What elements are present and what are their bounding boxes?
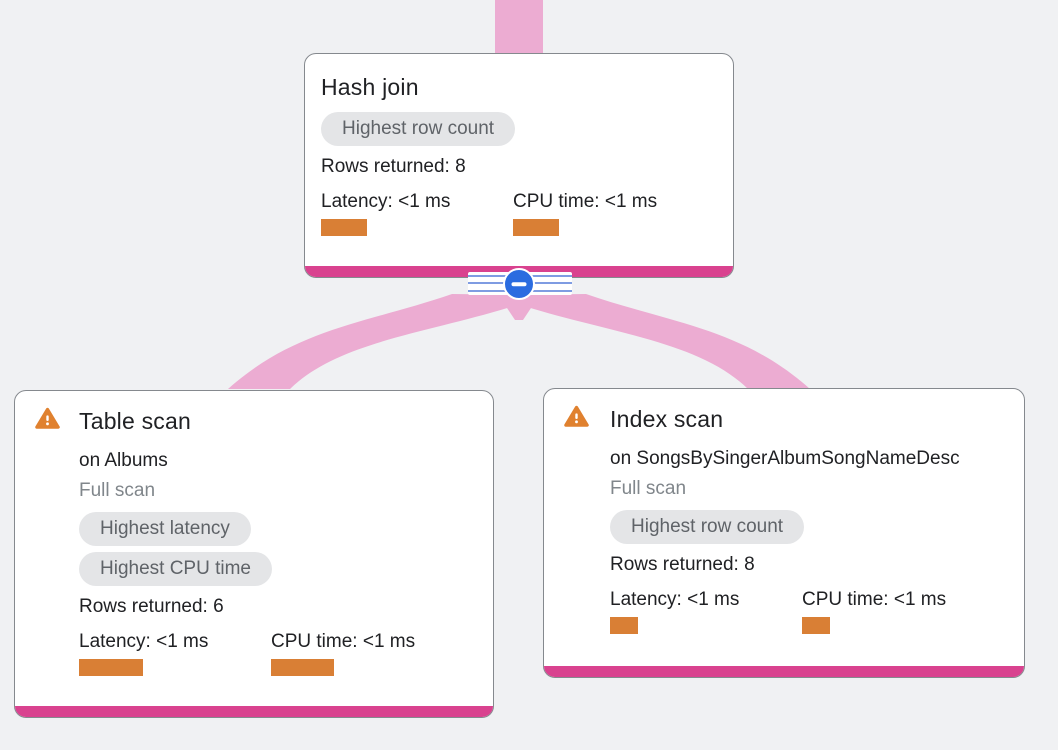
edge-parent-to-hash-join [495,0,543,55]
cpu-time-label: CPU time: <1 ms [271,631,416,652]
latency-label: Latency: <1 ms [610,589,740,610]
cpu-time-label: CPU time: <1 ms [802,589,947,610]
latency-bar [610,617,638,634]
edge-join-wedge [495,290,543,320]
badge-highest-latency: Highest latency [79,512,251,546]
cpu-time-label: CPU time: <1 ms [513,191,658,212]
scan-type-label: Full scan [610,478,687,499]
node-target: on Albums [79,450,168,471]
node-card-index-scan[interactable]: Index scan on SongsBySingerAlbumSongName… [543,388,1025,678]
node-accent-bar [544,666,1024,677]
node-title: Hash join [321,74,419,100]
node-title: Table scan [79,408,191,434]
node-target: on SongsBySingerAlbumSongNameDesc [610,448,960,469]
latency-bar [321,219,367,236]
cpu-time-bar [271,659,334,676]
badge-highest-row-count: Highest row count [610,510,805,544]
cpu-time-bar [802,617,830,634]
node-card-table-scan[interactable]: Table scan on Albums Full scan Highest l… [14,390,494,718]
rows-returned: Rows returned: 8 [321,156,466,177]
edge-hash-join-to-table-scan [228,294,546,389]
collapse-node-button[interactable] [503,268,535,300]
warning-icon [564,405,589,427]
badge-highest-cpu-time: Highest CPU time [79,552,272,586]
latency-label: Latency: <1 ms [321,191,451,212]
latency-label: Latency: <1 ms [79,631,209,652]
cpu-time-bar [513,219,559,236]
node-card-hash-join[interactable]: Hash join Highest row count Rows returne… [304,53,734,278]
scan-type-label: Full scan [79,480,156,501]
rows-returned: Rows returned: 6 [79,596,224,617]
rows-returned: Rows returned: 8 [610,554,755,575]
edge-hash-join-to-index-scan [492,294,810,389]
badge-highest-row-count: Highest row count [321,112,516,146]
minus-icon [511,282,527,286]
latency-bar [79,659,143,676]
node-title: Index scan [610,406,724,432]
node-accent-bar [15,706,493,717]
warning-icon [35,407,60,429]
